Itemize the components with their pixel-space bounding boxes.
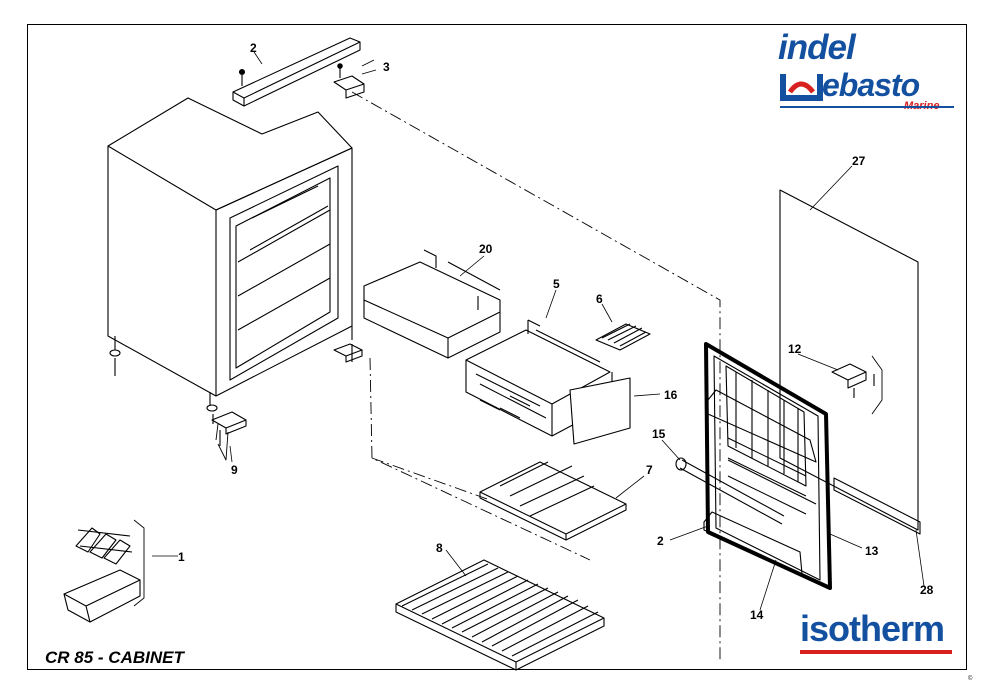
- drawing-frame: [27, 24, 967, 670]
- callout-8: 8: [436, 541, 443, 555]
- copyright-mark: ©: [968, 676, 973, 682]
- door-panel: [779, 189, 919, 531]
- hinge-bracket: [333, 63, 365, 99]
- front-panel: [569, 377, 631, 445]
- isotherm-logo: isotherm: [800, 608, 945, 649]
- assembly-line: [351, 91, 721, 660]
- cabinet-body: [107, 97, 353, 424]
- door-rod: [675, 457, 785, 525]
- callout-12: 12: [788, 342, 802, 356]
- callout-3: 3: [383, 60, 390, 74]
- indel-logo-text: indel: [778, 28, 856, 67]
- door: [703, 342, 921, 590]
- bottom-bracket: [211, 343, 363, 446]
- top-rail-bracket: [232, 37, 361, 107]
- vent-grille: [595, 323, 651, 351]
- callout-9: 9: [231, 463, 238, 477]
- callout-2-door: 2: [657, 534, 664, 548]
- callout-braces: [133, 59, 883, 607]
- logo-underline: [780, 106, 954, 108]
- callout-27: 27: [852, 154, 866, 168]
- callout-20: 20: [479, 242, 493, 256]
- callout-2-top: 2: [250, 41, 257, 55]
- callout-14: 14: [750, 608, 764, 622]
- callout-6: 6: [596, 292, 603, 306]
- butter-tray: [63, 569, 141, 623]
- callout-28: 28: [920, 583, 934, 597]
- callout-7: 7: [646, 463, 653, 477]
- callout-1: 1: [178, 550, 185, 564]
- leader-lines: [152, 51, 925, 611]
- isotherm-underline: [800, 650, 952, 654]
- egg-rack: [75, 527, 133, 565]
- door-hinge: [831, 363, 875, 398]
- callout-13: 13: [865, 544, 879, 558]
- callout-16: 16: [664, 388, 678, 402]
- evaporator-housing: [363, 249, 501, 359]
- diagram-title: CR 85 - CABINET: [45, 648, 184, 667]
- webasto-w-icon: [780, 74, 823, 101]
- callout-5: 5: [553, 277, 560, 291]
- wire-shelf: [395, 559, 605, 671]
- drip-tray: [479, 461, 627, 541]
- callout-15: 15: [652, 427, 666, 441]
- webasto-logo-text: ebasto: [822, 67, 920, 103]
